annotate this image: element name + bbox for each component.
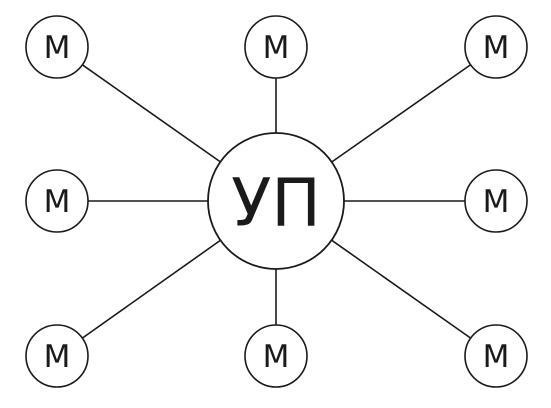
node-label: М — [483, 339, 510, 375]
node-top-center: М — [244, 15, 308, 79]
node-bottom-right: М — [464, 324, 528, 388]
central-hub: УП — [207, 132, 345, 270]
edge-bottom-left — [81, 239, 221, 339]
edge-top-left — [81, 64, 221, 163]
peripheral-nodes: М М М М М М М М — [25, 15, 528, 388]
node-label: М — [44, 30, 71, 66]
node-circle — [25, 15, 89, 79]
node-circle — [464, 324, 528, 388]
hub-circle — [207, 132, 345, 270]
node-circle — [244, 15, 308, 79]
hub-label: УП — [231, 165, 321, 242]
edge-bottom-right — [331, 239, 472, 339]
node-circle — [464, 15, 528, 79]
node-label: М — [44, 339, 71, 375]
node-middle-left: М — [25, 169, 89, 233]
node-top-left: М — [25, 15, 89, 79]
node-circle — [25, 324, 89, 388]
node-circle — [464, 169, 528, 233]
connection-lines — [81, 64, 472, 339]
node-label: М — [44, 184, 71, 220]
node-circle — [25, 169, 89, 233]
node-bottom-left: М — [25, 324, 89, 388]
node-label: М — [483, 184, 510, 220]
node-label: М — [483, 30, 510, 66]
node-middle-right: М — [464, 169, 528, 233]
node-bottom-center: М — [244, 324, 308, 388]
node-top-right: М — [464, 15, 528, 79]
edge-top-right — [331, 64, 472, 163]
node-label: М — [263, 30, 290, 66]
node-circle — [244, 324, 308, 388]
node-label: М — [263, 339, 290, 375]
